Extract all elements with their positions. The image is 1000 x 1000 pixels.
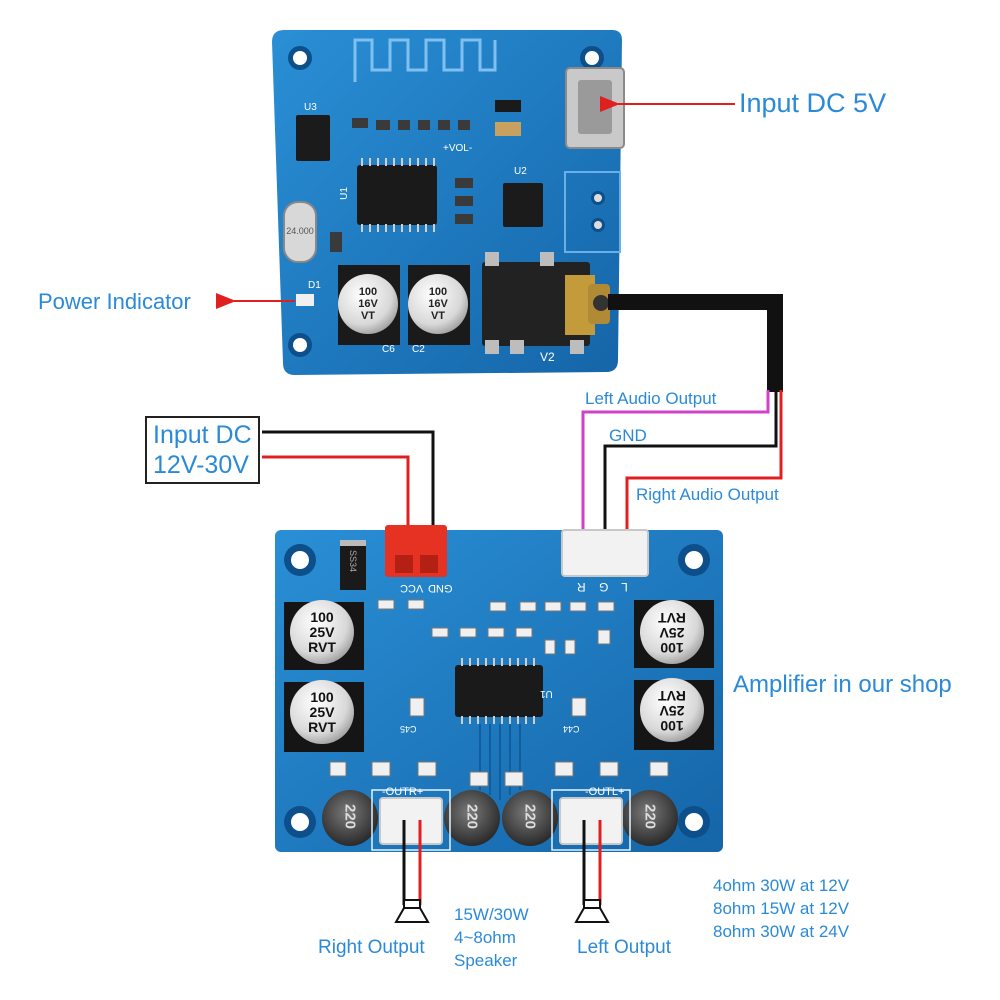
gnd-wire [603, 392, 778, 545]
inductor-4-label: 220 [641, 803, 659, 830]
right-audio-wire [625, 390, 783, 545]
spec-line1: 4ohm 30W at 12V [713, 876, 850, 895]
left-speaker-wires [582, 820, 602, 905]
silk-gnd: GND [428, 582, 453, 594]
gnd-label: GND [609, 426, 647, 445]
speaker-line3: Speaker [454, 951, 518, 970]
input-dc-line1: Input DC [153, 421, 252, 449]
right-output-label: Right Output [318, 937, 425, 958]
power-spec-label: 4ohm 30W at 12V 8ohm 15W at 12V 8ohm 30W… [713, 874, 849, 943]
left-audio-output-label: Left Audio Output [585, 389, 717, 408]
silk-r: R [577, 580, 586, 594]
inductor-3-label: 220 [521, 803, 539, 830]
amplifier-board [275, 525, 723, 852]
silk-bt-vol: +VOL- [443, 143, 473, 154]
left-speaker-icon [574, 899, 610, 923]
inductor-2-label: 220 [463, 803, 481, 830]
inductor-1-label: 220 [341, 803, 359, 830]
dc-vcc-wire [262, 455, 410, 525]
silk-bt-v2: V2 [540, 350, 555, 364]
silk-bt-c2: C2 [412, 344, 425, 355]
speaker-line1: 15W/30W [454, 905, 529, 924]
dc-gnd-wire [262, 430, 435, 525]
power-indicator-label: Power Indicator [38, 289, 191, 314]
silk-c45: C45 [400, 724, 417, 734]
input-dc-5v-label: Input DC 5V [739, 88, 887, 118]
left-audio-wire [581, 390, 770, 545]
silk-outr: -OUTR+ [382, 786, 424, 798]
silk-outl: -OUTL+ [585, 786, 625, 798]
silk-bt-u2: U2 [514, 166, 527, 177]
crystal-label: 24.000 [286, 226, 314, 236]
amplifier-label: Amplifier in our shop [733, 671, 952, 698]
input-dc-12-30v-box: Input DC 12V-30V [145, 416, 260, 484]
right-speaker-icon [394, 899, 430, 923]
silk-u1: U1 [540, 688, 553, 699]
silk-c44: C44 [563, 724, 580, 734]
bluetooth-board [272, 30, 625, 375]
left-output-label: Left Output [577, 937, 672, 958]
silk-bt-u3: U3 [304, 102, 317, 113]
speaker-line2: 4~8ohm [454, 928, 516, 947]
spec-line3: 8ohm 30W at 24V [713, 922, 850, 941]
silk-g: G [599, 580, 609, 594]
spec-line2: 8ohm 15W at 12V [713, 899, 850, 918]
speaker-spec-label: 15W/30W 4~8ohm Speaker [454, 903, 529, 972]
input-dc-line2: 12V-30V [153, 451, 249, 479]
right-speaker-wires [402, 820, 422, 905]
silk-vcc: VCC [400, 582, 424, 594]
silk-bt-d1: D1 [308, 280, 321, 291]
audio-cable [608, 294, 783, 392]
silk-bt-u1: U1 [338, 187, 350, 200]
silk-bt-c6: C6 [382, 344, 395, 355]
diode-label: SS34 [348, 549, 358, 573]
silk-l: L [621, 580, 628, 594]
right-audio-output-label: Right Audio Output [636, 485, 779, 504]
